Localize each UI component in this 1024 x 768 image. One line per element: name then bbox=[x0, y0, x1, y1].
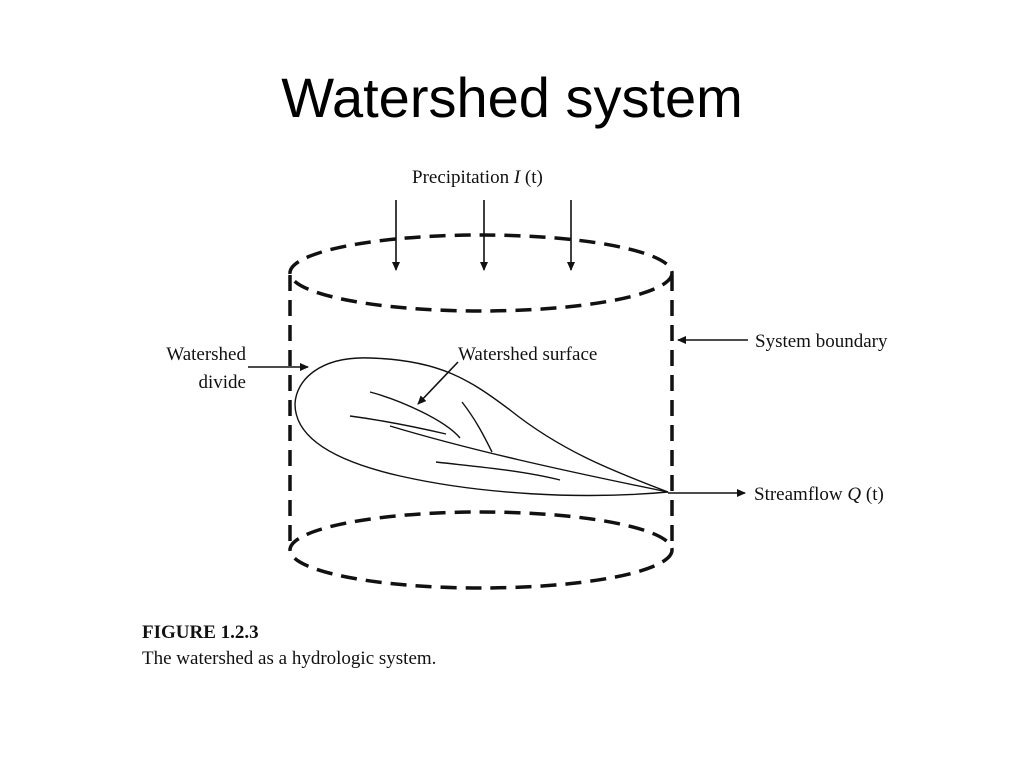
precipitation-label: Precipitation I (t) bbox=[412, 167, 543, 188]
precipitation-arrows bbox=[392, 200, 575, 271]
watershed-divide-label-line2: divide bbox=[199, 372, 247, 393]
system-boundary-label: System boundary bbox=[755, 331, 888, 352]
stream-channel bbox=[369, 391, 461, 439]
stream-channel bbox=[389, 425, 669, 493]
watershed-surface-label: Watershed surface bbox=[458, 344, 597, 365]
cylinder-top-ellipse bbox=[288, 233, 674, 313]
streamflow-label: Streamflow Q (t) bbox=[754, 484, 884, 505]
stream-channel bbox=[435, 461, 561, 481]
figure-number: FIGURE 1.2.3 bbox=[142, 622, 259, 643]
cylinder-bottom-ellipse bbox=[288, 510, 674, 590]
label-arrows bbox=[248, 336, 748, 497]
stream-channel bbox=[349, 415, 447, 435]
figure-caption: FIGURE 1.2.3 The watershed as a hydrolog… bbox=[142, 620, 436, 672]
stream-channel bbox=[461, 401, 493, 453]
figure-caption-text: The watershed as a hydrologic system. bbox=[142, 648, 437, 669]
slide-title: Watershed system bbox=[281, 66, 743, 129]
watershed-divide-outline bbox=[294, 357, 669, 497]
watershed-surface-arrow bbox=[417, 361, 459, 405]
system-boundary-cylinder bbox=[288, 233, 674, 590]
watershed-surface-shape bbox=[294, 357, 669, 497]
watershed-divide-label: Watershed bbox=[166, 344, 246, 365]
